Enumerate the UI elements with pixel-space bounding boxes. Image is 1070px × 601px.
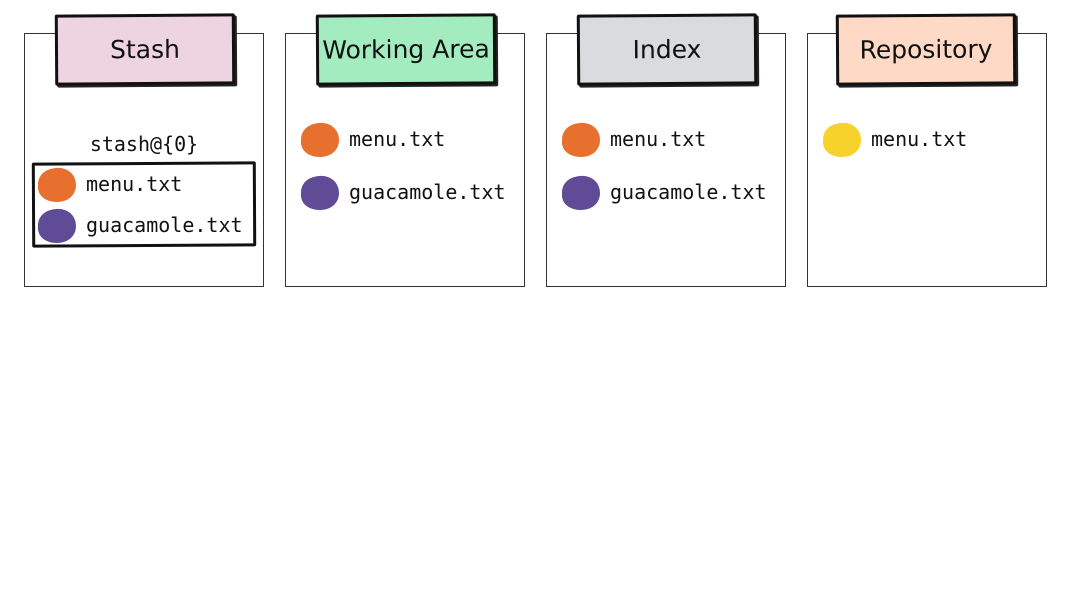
file-blob-icon [36, 207, 77, 244]
file-item-index-menu: menu.txt [560, 119, 706, 159]
file-name: menu.txt [610, 127, 707, 151]
file-item-index-guacamole: guacamole.txt [560, 172, 767, 212]
file-item-stash-guacamole: guacamole.txt [36, 205, 243, 245]
file-item-working-guacamole: guacamole.txt [299, 172, 506, 212]
file-blob-icon [299, 121, 340, 158]
file-blob-icon [560, 121, 601, 158]
stash-entry-label: stash@{0} [89, 132, 199, 156]
file-item-working-menu: menu.txt [299, 119, 445, 159]
file-item-stash-menu: menu.txt [36, 164, 182, 204]
index-title: Index [576, 13, 758, 86]
file-blob-icon [560, 174, 601, 211]
file-blob-icon [299, 174, 340, 211]
working-area-title: Working Area [315, 13, 497, 86]
file-name: guacamole.txt [610, 180, 767, 204]
file-blob-icon [36, 166, 77, 203]
file-name: guacamole.txt [86, 213, 243, 237]
file-item-repository-menu: menu.txt [821, 119, 967, 159]
file-name: guacamole.txt [349, 180, 506, 204]
file-name: menu.txt [871, 127, 968, 151]
repository-title: Repository [835, 13, 1017, 86]
file-name: menu.txt [349, 127, 446, 151]
file-blob-icon [821, 121, 862, 158]
file-name: menu.txt [86, 172, 183, 196]
stash-title: Stash [54, 13, 236, 86]
